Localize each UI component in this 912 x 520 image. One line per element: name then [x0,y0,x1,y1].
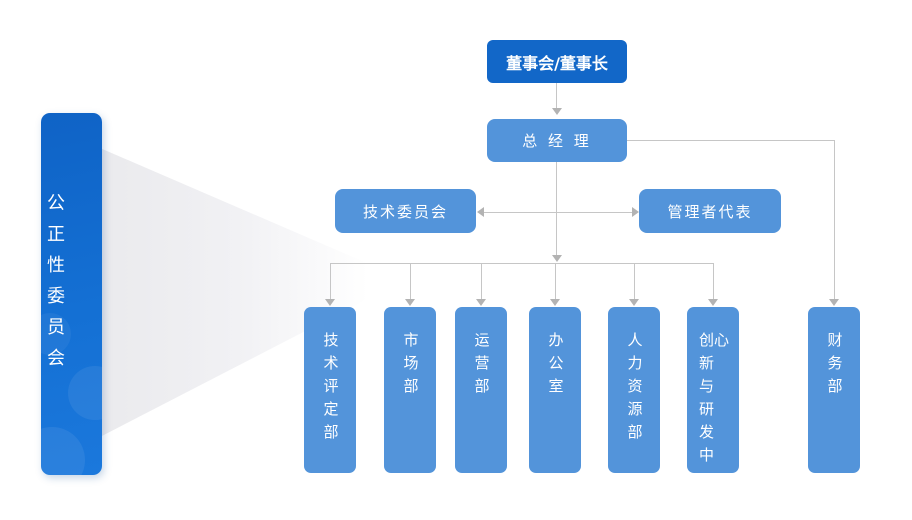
arrow-left-icon [477,207,484,217]
arrow-down-icon [629,299,639,306]
node-dept-technical-evaluation: 技术评定部 [304,307,356,473]
connector-committee-crossline [484,212,632,213]
node-dept-human-resources: 人力资源部 [608,307,660,473]
decor-bubble [41,427,85,475]
node-dept-office: 办公室 [529,307,581,473]
connector-drop [554,263,556,299]
node-dept-marketing: 市场部 [384,307,436,473]
node-dept-innovation-rd-center: 创新与研发中心 [687,307,739,473]
impartiality-committee-box: 公正性委员会 [41,113,102,475]
node-dept-operations: 运营部 [455,307,507,473]
connector-gm-to-finance-v [833,140,835,299]
connector-drop [712,263,714,299]
arrow-down-icon [551,108,562,115]
node-technical-committee: 技术委员会 [335,189,476,233]
node-board-chairman: 董事会/董事长 [487,40,627,83]
general-manager-label: 总 经 理 [522,132,592,150]
connector-drop [480,263,482,299]
node-dept-finance: 财务部 [808,307,860,473]
dept-label: 办公室 [546,332,565,401]
arrow-down-icon [708,299,718,306]
connector-gm-to-finance-h [627,140,834,141]
connector-drop [409,263,411,299]
arrow-down-icon [829,299,839,306]
connector-drop [633,263,635,299]
impartiality-committee-label: 公正性委员会 [44,193,65,379]
node-management-representative: 管理者代表 [639,189,781,233]
arrow-right-icon [632,207,639,217]
dept-label: 人力资源部 [625,332,644,447]
connector-drop [329,263,331,299]
arrow-down-icon [551,255,562,262]
technical-committee-label: 技术委员会 [362,202,448,221]
dept-label: 技术评定部 [321,332,340,447]
dept-label: 市场部 [401,332,420,401]
connector-board-to-gm [556,83,557,108]
connector-gm-to-departments [556,162,557,255]
arrow-down-icon [405,299,415,306]
management-representative-label: 管理者代表 [667,202,753,221]
node-general-manager: 总 经 理 [487,119,627,162]
arrow-down-icon [325,299,335,306]
dept-label: 财务部 [825,332,844,401]
dept-label: 创新与研发中心 [697,332,730,470]
arrow-down-icon [476,299,486,306]
connector-distribution-line [330,263,713,264]
arrow-down-icon [550,299,560,306]
board-chairman-label: 董事会/董事长 [506,53,608,73]
dept-label: 运营部 [472,332,491,401]
